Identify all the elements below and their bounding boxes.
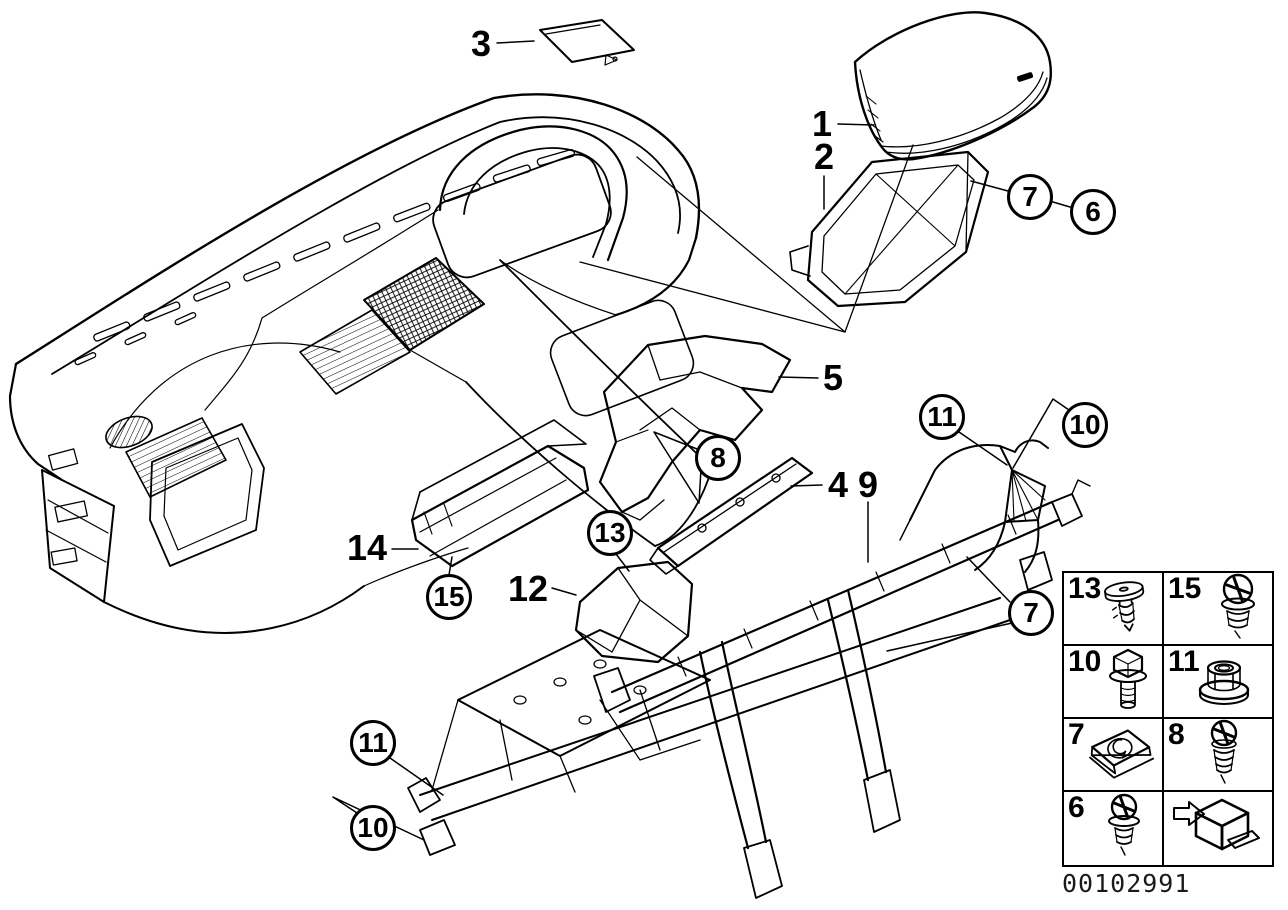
callout-circle-10-lower[interactable]: 10 xyxy=(350,805,396,851)
sill-strip-part4 xyxy=(650,458,812,574)
legend-num-6: 6 xyxy=(1068,791,1085,824)
callout-9[interactable]: 9 xyxy=(857,464,879,505)
box-arrow-icon xyxy=(1173,798,1260,851)
clip-nut-icon xyxy=(1089,729,1155,779)
expansion-rivet-icon xyxy=(1104,581,1145,632)
cover-plate-part3 xyxy=(540,20,634,65)
callout-circle-10-upper[interactable]: 10 xyxy=(1062,402,1108,448)
fastener-legend-table: 13 15 xyxy=(1062,571,1274,867)
dashboard-panel xyxy=(10,94,712,633)
callout-1[interactable]: 1 xyxy=(811,103,833,144)
tapping-screw-icon xyxy=(1210,719,1238,784)
screw-washer-icon xyxy=(1221,573,1255,639)
diagram-id-number: 00102991 xyxy=(1062,869,1191,898)
legend-num-8: 8 xyxy=(1168,718,1185,751)
callout-4[interactable]: 4 xyxy=(827,464,849,505)
callout-circle-13[interactable]: 13 xyxy=(587,510,633,556)
locating-wedge-lines xyxy=(580,145,913,332)
foam-pad-part12 xyxy=(576,562,692,662)
callout-circle-7-upper[interactable]: 7 xyxy=(1007,174,1053,220)
flange-bolt-icon xyxy=(1109,648,1147,709)
flange-nut-icon xyxy=(1198,660,1250,705)
legend-num-7: 7 xyxy=(1068,718,1085,751)
lower-carrier-part10-11 xyxy=(408,598,1010,855)
legend-num-10: 10 xyxy=(1068,645,1102,678)
legend-cell-7[interactable]: 7 xyxy=(1064,719,1164,792)
callout-circle-7-lower[interactable]: 7 xyxy=(1008,590,1054,636)
air-duct-part5 xyxy=(600,336,790,520)
callout-5[interactable]: 5 xyxy=(822,357,844,398)
callout-2[interactable]: 2 xyxy=(813,136,835,177)
carrier-tube-part9 xyxy=(594,480,1090,898)
armrest-cover-part1 xyxy=(855,12,1051,159)
legend-cell-15[interactable]: 15 xyxy=(1164,573,1272,646)
glovebox-module-part14 xyxy=(412,420,588,566)
callout-circle-15[interactable]: 15 xyxy=(426,574,472,620)
legend-cell-13[interactable]: 13 xyxy=(1064,573,1164,646)
callout-circle-11-upper[interactable]: 11 xyxy=(919,394,965,440)
callout-circle-8[interactable]: 8 xyxy=(695,435,741,481)
callout-14[interactable]: 14 xyxy=(346,527,388,568)
legend-num-11: 11 xyxy=(1168,645,1200,678)
legend-cell-6[interactable]: 6 xyxy=(1064,792,1164,865)
legend-num-15: 15 xyxy=(1168,572,1202,605)
callout-circle-6[interactable]: 6 xyxy=(1070,189,1116,235)
screw-washer-icon xyxy=(1108,793,1140,856)
callout-3[interactable]: 3 xyxy=(470,23,492,64)
callout-circle-11-lower[interactable]: 11 xyxy=(350,720,396,766)
legend-cell-ref[interactable] xyxy=(1164,792,1272,865)
callout-12[interactable]: 12 xyxy=(507,568,549,609)
legend-cell-11[interactable]: 11 xyxy=(1164,646,1272,719)
legend-cell-10[interactable]: 10 xyxy=(1064,646,1164,719)
legend-cell-8[interactable]: 8 xyxy=(1164,719,1272,792)
side-bracket-part10-11 xyxy=(900,440,1052,590)
storage-tray-part2 xyxy=(790,152,988,306)
legend-num-13: 13 xyxy=(1068,572,1102,605)
leader-lines xyxy=(333,41,1070,840)
